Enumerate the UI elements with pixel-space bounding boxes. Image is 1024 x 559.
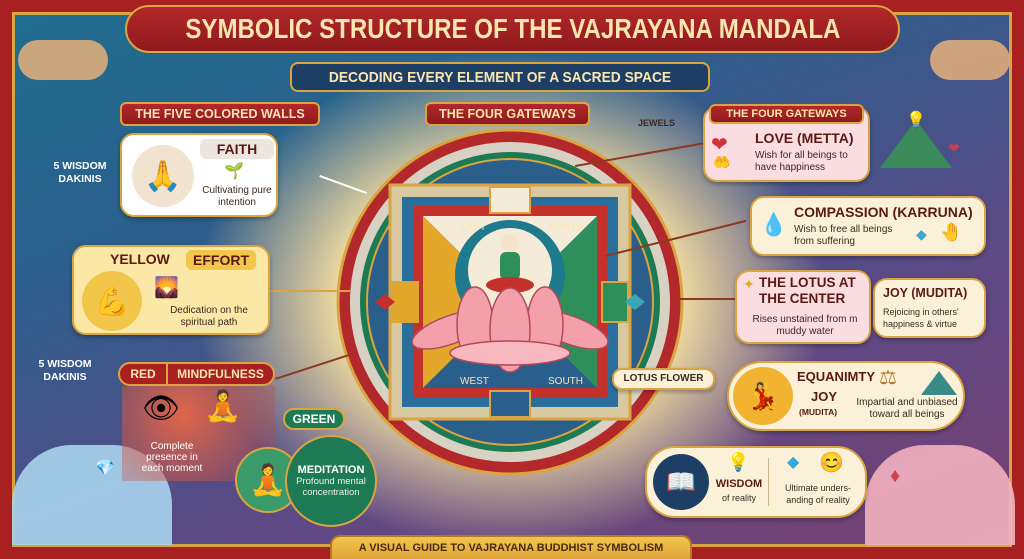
dakinis-label: 5 WISDOM DAKINIS — [38, 358, 92, 383]
lotus-center-title: THE LOTUS AT THE CENTER — [759, 275, 856, 306]
jewel-icon — [625, 294, 645, 310]
equanimity-text: Impartial and unbiased toward all beings — [856, 397, 958, 420]
gem-icon: 💎 — [95, 460, 115, 477]
faith-text: Cultivating pure intention — [202, 185, 272, 208]
page-title: SYMBOLIC STRUCTURE OF THE VAJRAYANA MAND… — [184, 13, 841, 44]
lotus-flower-label: LOTUS FLOWER — [612, 368, 715, 390]
diamond-icon: ◆ — [916, 226, 927, 242]
joy-text: Rejoicing in others' happiness & virtue — [883, 307, 959, 329]
effort-text: Dedication on the spiritual path — [170, 305, 248, 328]
wisdom-card: 📖 💡 WISDOM of reality ◆ 😊 Ultimate under… — [645, 446, 867, 518]
water-drop-icon: 💧 — [760, 212, 788, 237]
direction-west: WEST — [460, 376, 489, 387]
connector-line — [680, 298, 735, 300]
crystal-icon: ◆ — [787, 454, 800, 471]
eye-icon: 👁 — [142, 392, 181, 425]
jewels-label: JEWELS — [638, 118, 676, 128]
divider — [768, 458, 769, 506]
joy-title: JOY (MUDITA) — [883, 286, 968, 300]
love-card: THE FOUR GATEWAYS ❤ 🤲 LOVE (METTA) Wish … — [703, 104, 870, 182]
praying-woman-icon: 🙏 — [132, 145, 194, 207]
mindfulness-panel: 👁 🧘 Complete presence in each moment — [122, 386, 275, 481]
love-text: Wish for all beings to have happiness — [755, 150, 848, 173]
mountain-icon — [880, 120, 952, 168]
cloud-icon — [18, 40, 108, 80]
subtitle-banner: DECODING EVERY ELEMENT OF A SACRED SPACE — [290, 62, 710, 92]
effort-card: YELLOW EFFORT 💪 🌄 Dedication on the spir… — [72, 245, 270, 335]
meditation-text: Profound mental concentration — [296, 476, 366, 498]
open-hand-icon: 🤲 — [713, 154, 731, 170]
equanimity-title: EQUANIMTY — [797, 369, 875, 384]
dancing-people-icon: 💃 — [733, 367, 793, 425]
mindfulness-text: Complete presence in each moment — [141, 441, 203, 474]
yellow-label: YELLOW — [110, 251, 170, 267]
five-walls-header: THE FIVE COLORED WALLS — [120, 102, 320, 126]
mindfulness-header: RED MINDFULNESS — [118, 362, 275, 386]
compassion-title: COMPASSION (KARRUNA) — [794, 204, 973, 220]
connector-line — [270, 290, 350, 292]
green-label: GREEN — [283, 408, 345, 430]
wisdom-sub: of reality — [721, 493, 756, 503]
mandala: EAST NORTH WEST SOUTH — [336, 128, 684, 476]
faith-title: FAITH — [200, 139, 274, 159]
footer-banner: A VISUAL GUIDE TO VAJRAYANA BUDDHIST SYM… — [330, 535, 692, 559]
compassion-card: 💧 COMPASSION (KARRUNA) Wish to free all … — [750, 196, 986, 256]
wisdom-title: WISDOM — [715, 478, 763, 490]
sunrise-icon: 🌄 — [154, 277, 179, 299]
equanimity-card: 💃 EQUANIMTY ⚖ JOY (MUDITA) Impartial and… — [727, 361, 965, 431]
mindfulness-title: MINDFULNESS — [177, 367, 264, 381]
joy-card: JOY (MUDITA) Rejoicing in others' happin… — [873, 278, 986, 338]
page-subtitle: DECODING EVERY ELEMENT OF A SACRED SPACE — [328, 68, 672, 86]
cloud-icon — [930, 40, 1010, 80]
lightbulb-icon: 💡 — [727, 452, 750, 472]
direction-north: NORTH — [548, 222, 583, 233]
love-title: LOVE (METTA) — [755, 130, 854, 146]
flexed-arm-icon: 💪 — [82, 271, 142, 331]
hand-icon: 🤚 — [940, 222, 963, 242]
hearts-icon: ❤ — [711, 134, 728, 156]
ruby-icon: ♦ — [890, 465, 901, 487]
compassion-text: Wish to free all beings from suffering — [794, 224, 893, 247]
meditating-monk-icon: 🧘 — [204, 390, 242, 423]
cloud-icon — [865, 445, 1015, 545]
deity-figure — [486, 234, 534, 293]
lightbulb-icon: 💡 — [906, 112, 926, 129]
wisdom-text: Ultimate unders-anding of reality — [784, 483, 852, 505]
smiley-icon: 😊 — [819, 452, 844, 474]
meditation-title: MEDITATION — [297, 464, 365, 476]
sprout-icon: 🌱 — [224, 163, 244, 180]
lotus-center-text: Rises unstained from m muddy water — [752, 314, 858, 337]
scales-icon: ⚖ — [879, 367, 897, 389]
direction-east: EAST — [460, 222, 486, 233]
title-banner: SYMBOLIC STRUCTURE OF THE VAJRAYANA MAND… — [125, 5, 900, 53]
mountain-icon — [921, 371, 957, 395]
meditation-circle: MEDITATION Profound mental concentration — [285, 435, 377, 527]
dakinis-label: 5 WISDOM DAKINIS — [53, 160, 107, 185]
direction-south: SOUTH — [548, 376, 583, 387]
heart-icon: ❤ — [948, 140, 960, 156]
equanimity-sub2: (MUDITA) — [799, 407, 838, 417]
faith-card: 🙏 FAITH 🌱 Cultivating pure intention — [120, 133, 278, 217]
center-gateways-header: THE FOUR GATEWAYS — [425, 102, 590, 126]
lotus-center-card: ✦ THE LOTUS AT THE CENTER Rises unstaine… — [735, 270, 871, 344]
equanimity-sub1: JOY — [811, 389, 838, 404]
lotus-flower — [411, 286, 609, 373]
jewel-icon — [375, 294, 395, 310]
red-label: RED — [120, 364, 168, 384]
effort-title: EFFORT — [186, 250, 256, 270]
right-gateways-header: THE FOUR GATEWAYS — [709, 104, 864, 124]
book-icon: 📖 — [653, 454, 709, 510]
sparkle-icon: ✦ — [743, 276, 755, 292]
